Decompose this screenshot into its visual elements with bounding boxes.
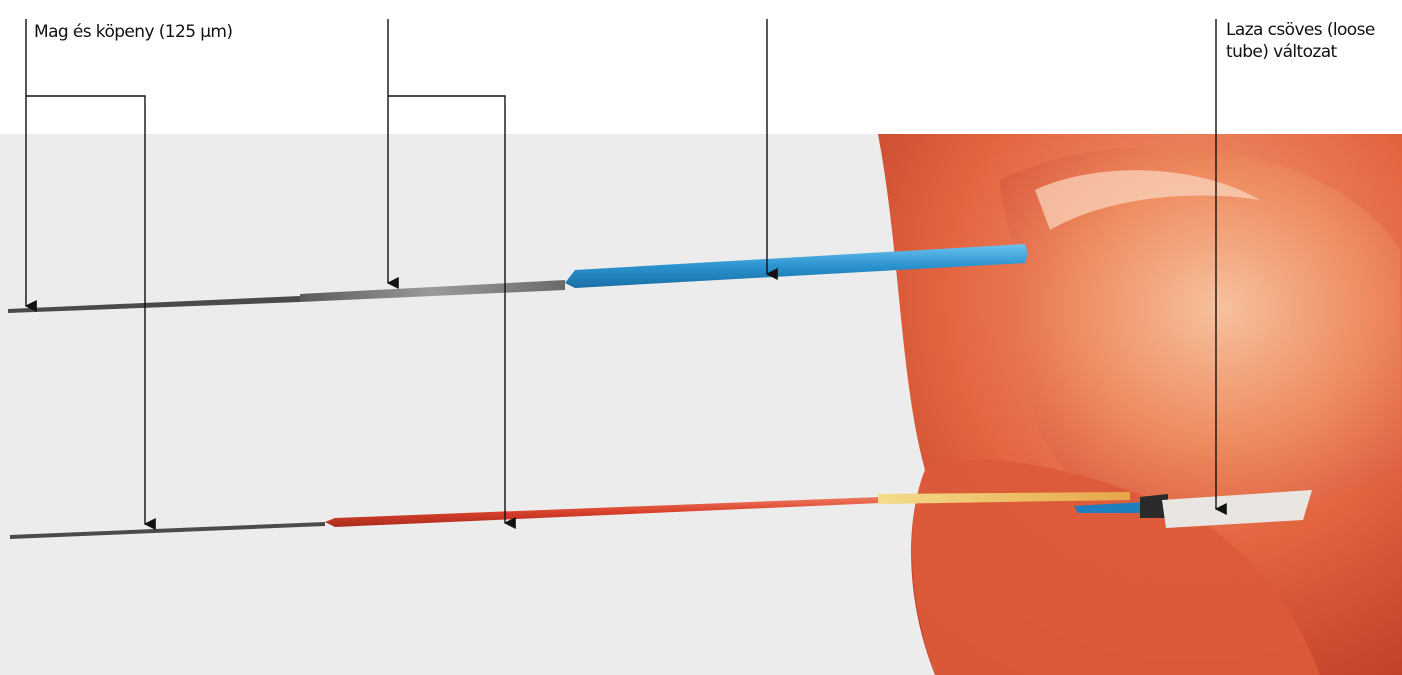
- label-loose-tube: Laza csöves (loose tube) változat: [1226, 19, 1375, 63]
- label-loose-tube-line1: Laza csöves (loose: [1226, 19, 1375, 41]
- fingers-photo: [878, 134, 1402, 675]
- label-loose-tube-line2: tube) változat: [1226, 41, 1375, 63]
- label-core-cladding: Mag és köpeny (125 µm): [34, 21, 232, 43]
